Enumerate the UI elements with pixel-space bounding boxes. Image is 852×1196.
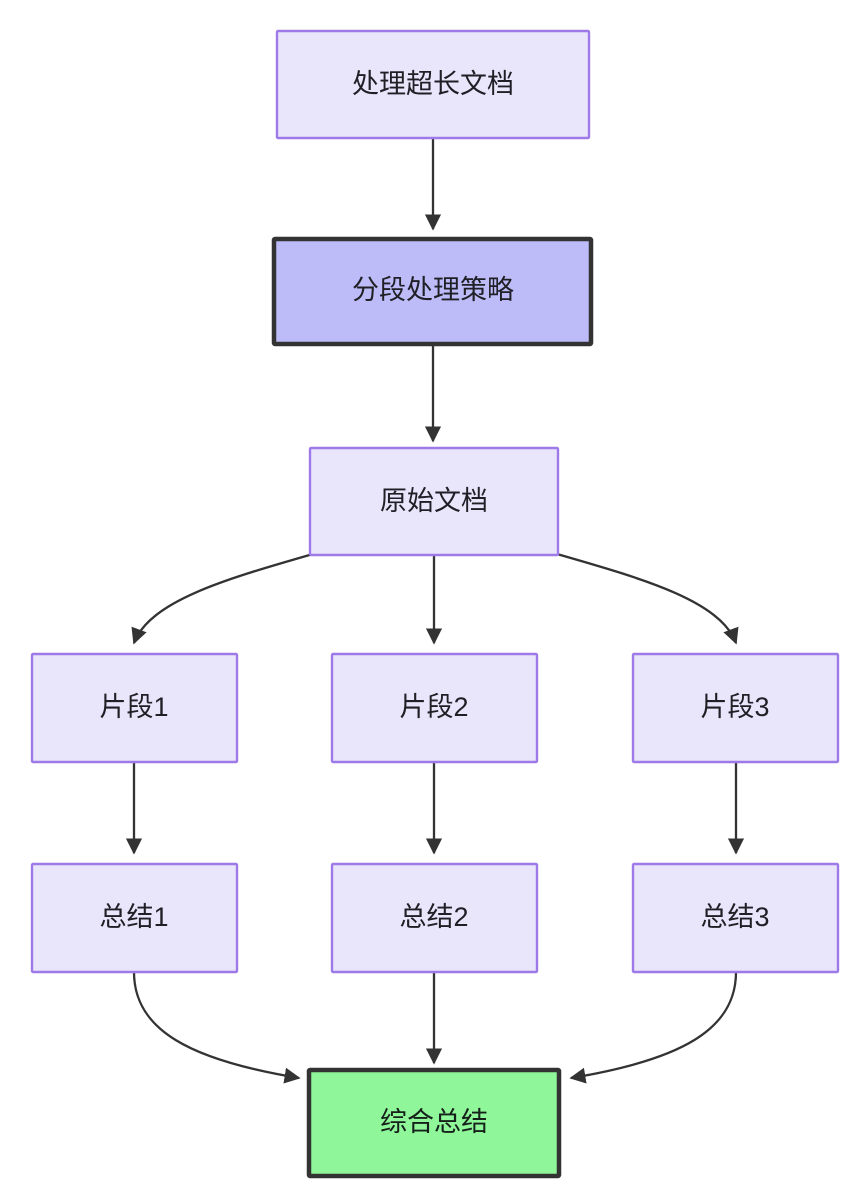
node-shape bbox=[30, 862, 239, 974]
node-layer: 处理超长文档 分段处理策略 原始文档 片段1 片段2 片段3 bbox=[30, 29, 840, 1179]
node-shape bbox=[271, 236, 594, 347]
node-label: 片段2 bbox=[399, 692, 468, 722]
node-comprehensive-summary[interactable]: 综合总结 bbox=[306, 1067, 562, 1179]
node-process-long-document[interactable]: 处理超长文档 bbox=[275, 29, 591, 140]
node-label: 处理超长文档 bbox=[352, 69, 514, 99]
edge-n3-n4 bbox=[131, 552, 314, 645]
edge-n7-n10 bbox=[132, 971, 301, 1084]
node-label: 总结3 bbox=[700, 902, 769, 932]
node-shape bbox=[631, 652, 840, 764]
edge-n3-n6 bbox=[556, 552, 739, 645]
node-summary-2[interactable]: 总结2 bbox=[330, 862, 539, 974]
node-label: 综合总结 bbox=[380, 1107, 488, 1137]
node-fragment-1[interactable]: 片段1 bbox=[30, 652, 239, 764]
node-fragment-2[interactable]: 片段2 bbox=[330, 652, 539, 764]
node-summary-3[interactable]: 总结3 bbox=[631, 862, 840, 974]
node-shape bbox=[30, 652, 239, 764]
node-original-document[interactable]: 原始文档 bbox=[308, 446, 560, 557]
node-label: 总结1 bbox=[99, 902, 168, 932]
node-label: 片段1 bbox=[99, 692, 168, 722]
node-shape bbox=[631, 862, 840, 974]
node-chunking-strategy[interactable]: 分段处理策略 bbox=[271, 236, 594, 347]
node-summary-1[interactable]: 总结1 bbox=[30, 862, 239, 974]
edge-layer bbox=[125, 139, 745, 1084]
node-shape bbox=[275, 29, 591, 140]
node-shape bbox=[306, 1067, 562, 1179]
node-label: 片段3 bbox=[700, 692, 769, 722]
edge-n9-n10 bbox=[569, 971, 738, 1084]
node-fragment-3[interactable]: 片段3 bbox=[631, 652, 840, 764]
node-label: 原始文档 bbox=[380, 486, 488, 516]
node-shape bbox=[330, 652, 539, 764]
node-shape bbox=[308, 446, 560, 557]
node-shape bbox=[330, 862, 539, 974]
node-label: 总结2 bbox=[399, 902, 468, 932]
node-label: 分段处理策略 bbox=[352, 275, 514, 305]
